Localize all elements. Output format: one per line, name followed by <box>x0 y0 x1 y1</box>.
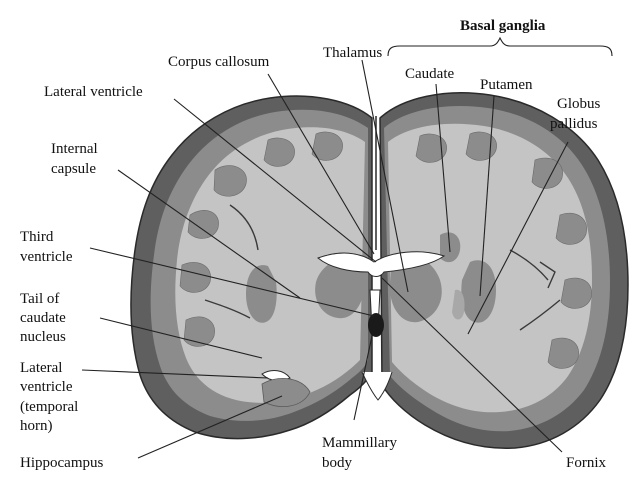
label-third-2: ventricle <box>20 249 73 265</box>
ventricles <box>261 251 446 382</box>
leader-lateral-ventricle <box>173 98 377 263</box>
label-putamen: Putamen <box>480 77 533 93</box>
label-mammillary-1: Mammillary <box>322 435 397 451</box>
mammillary-body-shape <box>368 313 384 337</box>
label-fornix: Fornix <box>566 455 607 471</box>
deep-nuclei <box>246 232 496 323</box>
label-hippocampus: Hippocampus <box>20 455 103 471</box>
label-mammillary-2: body <box>322 455 353 471</box>
sulci <box>204 204 561 331</box>
leader-tail-caudate <box>99 317 263 359</box>
labels: Basal ganglia Corpus callosum Thalamus C… <box>20 18 607 471</box>
thalamus-shape <box>390 253 442 323</box>
label-internal-1: Internal <box>51 141 98 157</box>
basal-ganglia-brace <box>387 36 613 57</box>
left-thalamus-shape <box>315 257 364 319</box>
label-tail-2: caudate <box>20 310 66 326</box>
leader-globus-pallidus <box>467 141 569 335</box>
label-latt-1: Lateral <box>20 360 62 376</box>
leader-lines <box>81 59 569 459</box>
lateral-ventricle-shape <box>317 251 446 277</box>
leader-corpus-callosum <box>267 73 375 255</box>
leader-caudate <box>435 83 451 253</box>
leader-hippocampus <box>137 395 283 459</box>
leader-mammillary <box>353 335 373 421</box>
label-latt-4: horn) <box>20 418 53 434</box>
label-lateral-ventricle: Lateral ventricle <box>44 84 143 100</box>
label-tail-3: nucleus <box>20 329 66 345</box>
left-white-matter <box>175 127 365 403</box>
label-latt-2: ventricle <box>20 379 73 395</box>
left-gyri <box>179 131 343 347</box>
label-internal-2: capsule <box>51 161 96 177</box>
leader-putamen <box>479 95 495 297</box>
label-caudate: Caudate <box>405 66 454 82</box>
leader-thalamus <box>361 59 409 293</box>
leader-internal-capsule <box>117 169 301 299</box>
leader-fornix <box>381 277 563 453</box>
brainstem-notch <box>361 371 393 401</box>
basal-ganglia-title: Basal ganglia <box>460 18 546 34</box>
leader-third-ventricle <box>89 247 375 317</box>
right-gyri <box>415 131 592 369</box>
leader-lateral-ventricle-temporal <box>81 369 269 379</box>
label-thalamus: Thalamus <box>323 45 382 61</box>
label-latt-3: (temporal <box>20 399 78 415</box>
label-corpus-callosum: Corpus callosum <box>168 54 270 70</box>
left-putamen-shape <box>246 265 277 323</box>
globus-pallidus-shape <box>452 289 465 320</box>
label-tail-1: Tail of <box>20 291 59 307</box>
putamen-shape <box>461 260 496 323</box>
label-third-1: Third <box>20 229 54 245</box>
brain-section <box>130 92 629 449</box>
label-globus-2: pallidus <box>550 116 598 132</box>
label-globus-1: Globus <box>557 96 601 112</box>
